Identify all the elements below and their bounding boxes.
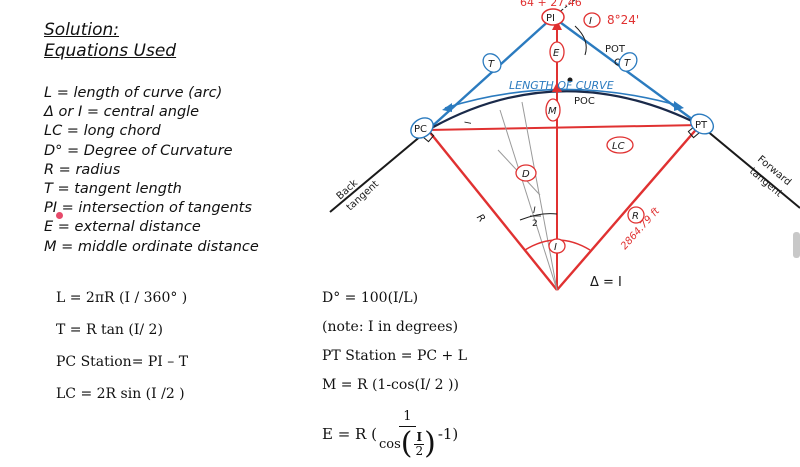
r-label-right: R — [632, 211, 639, 222]
pc-label: PC — [414, 124, 427, 135]
half-angle-center-den: 2 — [532, 219, 538, 229]
angle-label: 8°24' — [607, 13, 639, 27]
external-denominator: cos ( I 2 ) — [379, 427, 436, 459]
half-angle-den: 2 — [415, 443, 424, 458]
poc-point — [567, 77, 573, 83]
pi-label: PI — [546, 13, 555, 24]
t-badge-right — [618, 52, 638, 72]
r-label-left: R — [474, 212, 487, 224]
radius-to-pc — [427, 129, 558, 291]
equation-tangent: T = R tan (I/ 2) — [56, 322, 163, 338]
r-badge-right — [627, 206, 645, 224]
pt-badge — [689, 113, 715, 135]
equation-note: (note: I in degrees) — [322, 319, 459, 335]
circular-curve-arc — [427, 90, 701, 131]
definition-item: D° = Degree of Curvature — [44, 142, 233, 159]
deflection-angle-arc — [574, 25, 587, 56]
e-badge — [549, 41, 565, 63]
length-of-curve-label: LENGTH OF CURVE — [509, 79, 614, 92]
long-chord-line — [427, 124, 701, 131]
m-label: M — [548, 106, 557, 117]
solution-heading: Solution: Equations Used — [44, 20, 176, 62]
definitions-list: L = length of curve (arc) Δ or I = centr… — [44, 84, 259, 257]
external-numerator: 1 — [399, 408, 416, 427]
equations-used-title: Equations Used — [44, 41, 177, 61]
definition-item: M = middle ordinate distance — [44, 238, 259, 255]
radius-to-pt — [556, 124, 701, 291]
equation-external: E = R ( 1 cos ( I 2 ) -1) — [322, 408, 458, 459]
equation-pt-station: PT Station = PC + L — [322, 348, 468, 364]
equation-middle-ordinate: M = R (1-cos(I/ 2 )) — [322, 377, 459, 393]
poc-label: POC — [574, 96, 595, 107]
equation-degree: D° = 100(I/L) — [322, 290, 419, 306]
half-angle-arc — [519, 213, 558, 221]
degree-line-1 — [499, 109, 558, 291]
cursor-pointer-dot — [56, 212, 63, 219]
t-label-left: T — [488, 59, 495, 70]
e-label: E — [553, 48, 560, 59]
t-label-right: T — [624, 58, 631, 69]
d-label: D — [522, 169, 530, 180]
definition-item: E = external distance — [44, 219, 201, 236]
station-label: 64 + 27.46 — [520, 0, 582, 9]
open-paren: ( — [400, 426, 413, 461]
equations-right: D° = 100(I/L) (note: I in degrees) PT St… — [322, 284, 467, 400]
external-rhs: -1) — [437, 424, 459, 443]
arc-arrow-left — [442, 103, 452, 112]
pt-label: PT — [695, 120, 708, 131]
m-badge — [545, 98, 561, 122]
scrollbar-thumb[interactable] — [793, 232, 800, 258]
back-tangent-line — [329, 129, 429, 213]
close-paren: ) — [424, 426, 436, 461]
i-badge-label: I — [589, 16, 592, 27]
center-i-badge — [548, 238, 566, 254]
definition-item: R = radius — [44, 161, 121, 178]
definition-item: L = length of curve (arc) — [44, 85, 223, 101]
equations-left: L = 2πR (I / 360° ) T = R tan (I/ 2) PC … — [56, 282, 188, 410]
delta-equals-i: Δ = I — [590, 275, 622, 290]
d-badge — [515, 164, 537, 182]
i-badge — [583, 12, 601, 28]
solution-title: Solution: — [44, 20, 119, 40]
half-angle-center-num: I — [533, 206, 536, 216]
external-lhs: E = R ( — [322, 424, 377, 443]
external-fraction: 1 cos ( I 2 ) — [379, 408, 436, 459]
definition-item: T = tangent length — [44, 181, 182, 198]
definition-item: PI = intersection of tangents — [44, 200, 252, 217]
center-i-label: I — [554, 242, 557, 253]
lc-label: LC — [612, 141, 625, 152]
t-badge-left — [482, 53, 502, 73]
arc-arrow-right — [674, 101, 684, 111]
pot-label: POT — [605, 44, 626, 55]
equation-pc-station: PC Station= PI – T — [56, 354, 189, 370]
cos-label: cos — [378, 436, 401, 452]
definition-item: Δ or I = central angle — [44, 104, 200, 121]
length-of-curve-arc — [444, 88, 681, 109]
m-arrow-up — [552, 82, 562, 92]
definition-item: LC = long chord — [44, 123, 161, 140]
half-angle-num: I — [414, 429, 425, 445]
lc-badge — [606, 136, 634, 154]
tangent-pc-pi — [427, 16, 554, 131]
degree-line-2 — [521, 101, 558, 291]
pc-badge — [410, 117, 434, 139]
half-angle-fraction: I 2 — [414, 429, 425, 458]
equation-length: L = 2πR (I / 360° ) — [56, 290, 188, 306]
forward-tangent-line — [699, 124, 800, 209]
half-angle-pc-num: I — [464, 121, 474, 124]
pi-badge — [541, 8, 565, 26]
equation-long-chord: LC = 2R sin (I /2 ) — [56, 386, 185, 402]
